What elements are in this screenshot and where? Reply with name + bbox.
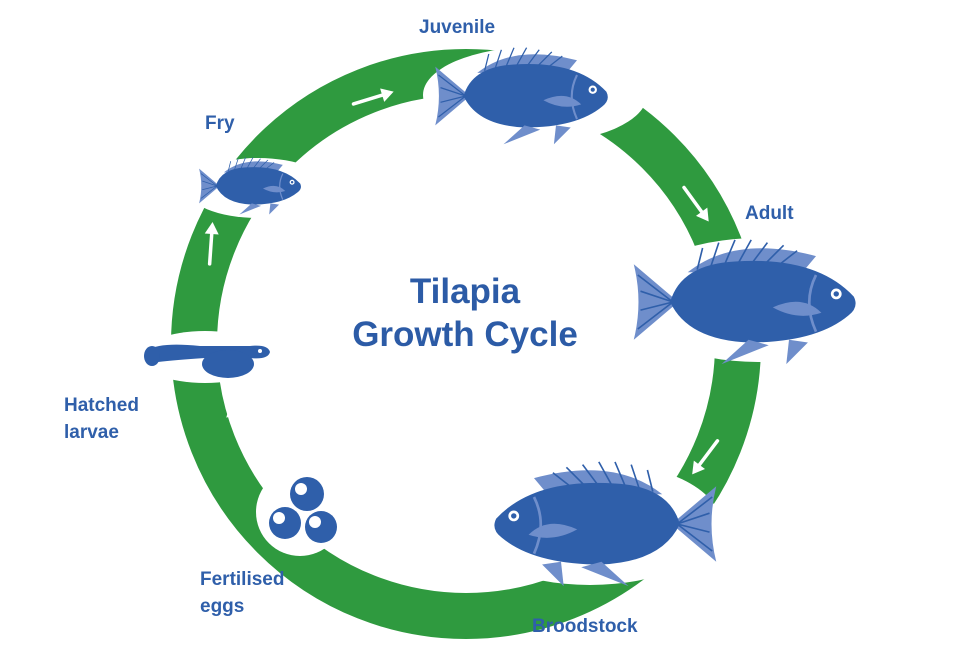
eggs-icon (269, 477, 337, 543)
stage-label-adult: Adult (745, 203, 794, 224)
title-line-2: Growth Cycle (352, 315, 578, 354)
title-line-1: Tilapia (409, 272, 521, 311)
stage-label-juvenile: Juvenile (419, 17, 496, 38)
stage-label-fertilised-eggs: Fertilised eggs (200, 569, 285, 617)
diagram-title: Tilapia Growth Cycle (330, 270, 600, 356)
stage-label-hatched-larvae: Hatched larvae (64, 395, 139, 443)
larva-icon (144, 344, 270, 378)
stage-label-broodstock: Broodstock (532, 616, 638, 637)
stage-label-fry: Fry (205, 113, 235, 134)
